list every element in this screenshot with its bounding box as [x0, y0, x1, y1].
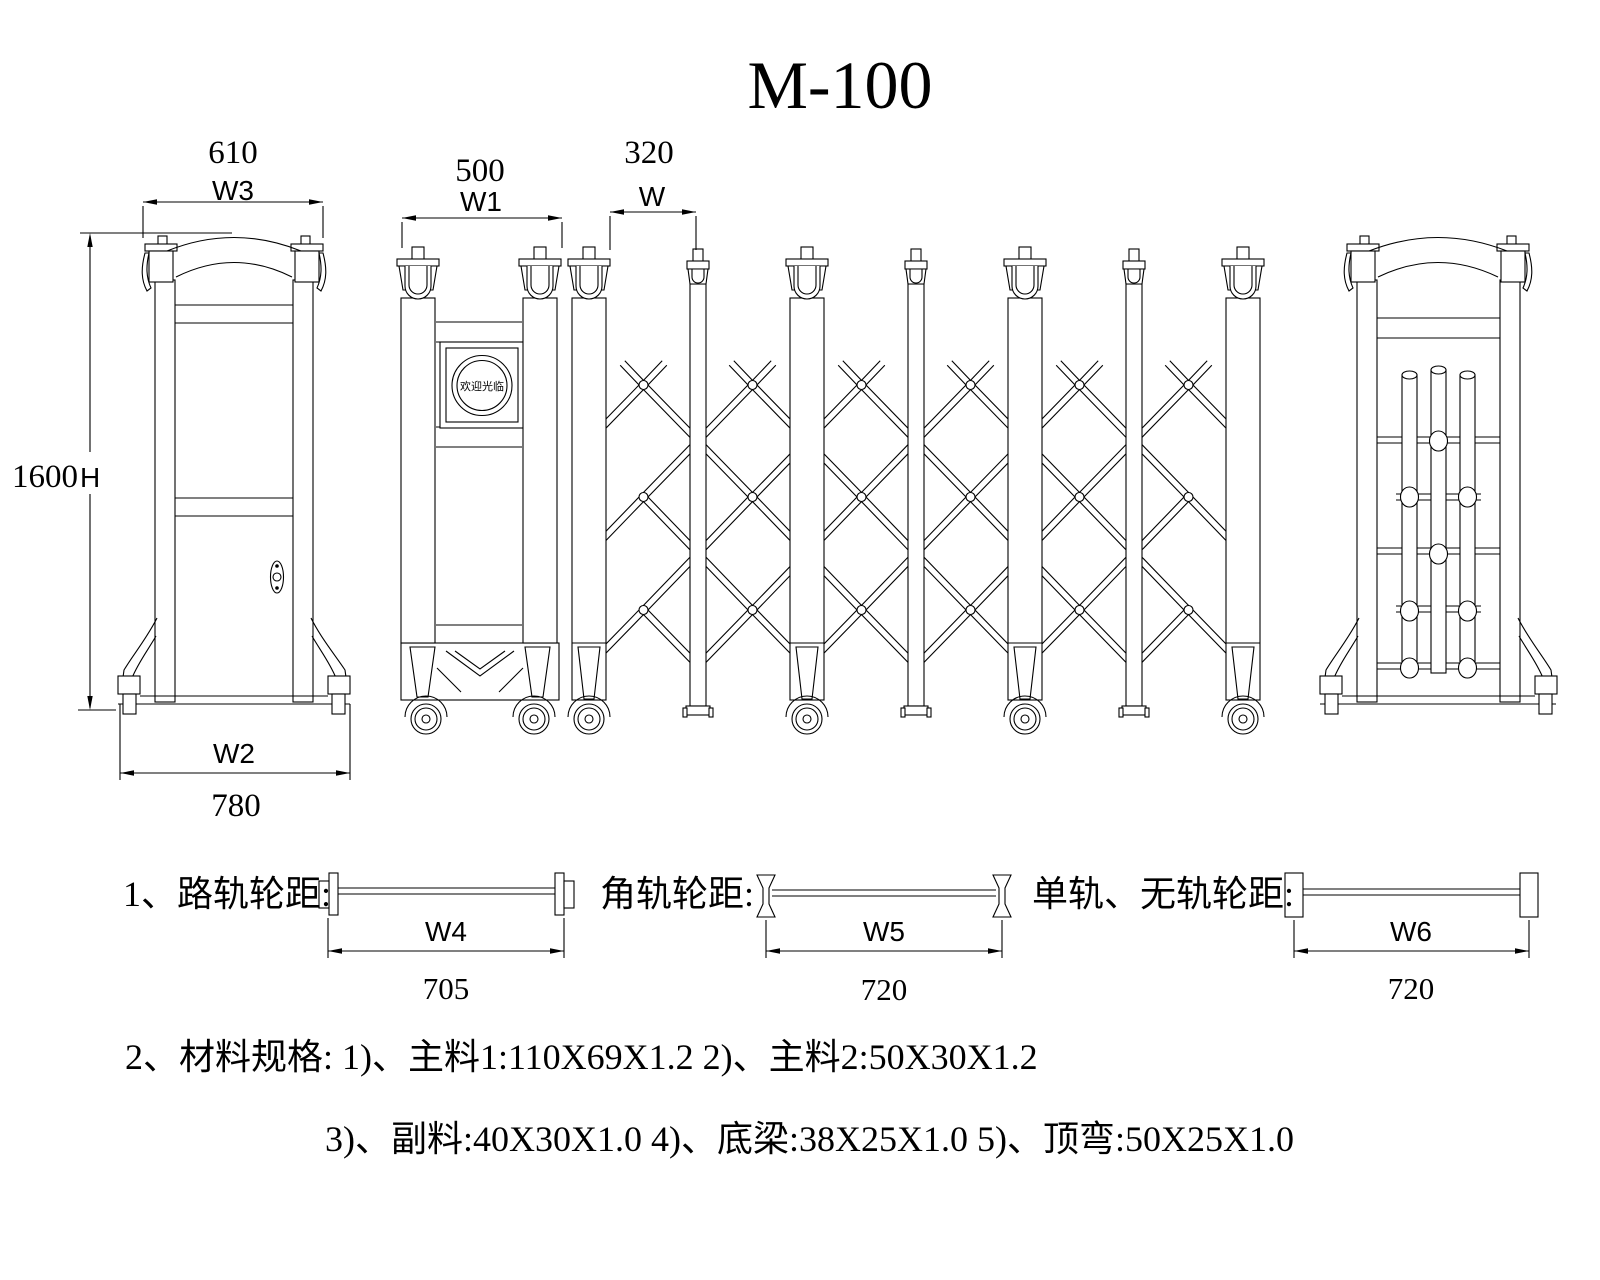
spec-line-1: 2、材料规格: 1)、主料1:110X69X1.2 2)、主料2:50X30X1… [125, 1037, 1038, 1077]
track-axle-trackless [1284, 872, 1539, 958]
welcome-sign-text: 欢迎光临 [460, 379, 504, 393]
track-1-dim-label: W4 [425, 916, 467, 947]
front-view-frame [400, 321, 560, 701]
track-2-dim-label: W5 [863, 916, 905, 947]
scissor-posts [567, 246, 1265, 735]
dim-pitch-value: 320 [624, 135, 674, 171]
cap-pendant [1343, 252, 1354, 292]
track-2-dim-value: 720 [861, 972, 908, 1007]
drawing-title: M-100 [747, 47, 932, 123]
track-axle-angle-rail [756, 874, 1012, 958]
dim-height-value: 1600 [12, 459, 78, 495]
left-side-view [117, 235, 351, 715]
dim-pitch-label: W [639, 181, 666, 212]
chassis [400, 642, 560, 701]
spec-line-2: 3)、副料:40X30X1.0 4)、底梁:38X25X1.0 5)、顶弯:50… [325, 1119, 1294, 1159]
track-1-dim-value: 705 [423, 971, 470, 1006]
welcome-sign-panel [439, 341, 525, 429]
dim-base-label: W2 [213, 738, 255, 769]
track-1-label: 1、路轨轮距: [123, 874, 331, 914]
front-view-posts [396, 246, 562, 735]
track-3-dim-value: 720 [1388, 971, 1435, 1006]
door-lock [269, 560, 285, 594]
arch-outer [166, 236, 302, 252]
arch-inner [175, 261, 293, 278]
dim-base-value: 780 [211, 788, 261, 824]
arch-inner [1377, 261, 1499, 278]
dim-head-width-value: 500 [455, 153, 505, 189]
cap-pendant [1522, 252, 1533, 292]
right-side-view [1319, 235, 1558, 715]
dim-depth-value: 610 [208, 135, 258, 171]
dimensions [78, 199, 697, 780]
arch-outer [1368, 237, 1508, 252]
track-3-dim-label: W6 [1390, 916, 1432, 947]
dim-height-label: H [80, 462, 100, 493]
track-2-label: 角轨轮距: [600, 874, 754, 914]
cap-pendant [316, 252, 327, 292]
dim-depth-label: W3 [212, 175, 254, 206]
track-axle-road-rail [318, 872, 575, 958]
dim-head-width-label: W1 [460, 186, 502, 217]
cap-pendant [141, 252, 152, 292]
track-3-label: 单轨、无轨轮距: [1032, 874, 1294, 914]
folded-tubes [1399, 365, 1478, 679]
